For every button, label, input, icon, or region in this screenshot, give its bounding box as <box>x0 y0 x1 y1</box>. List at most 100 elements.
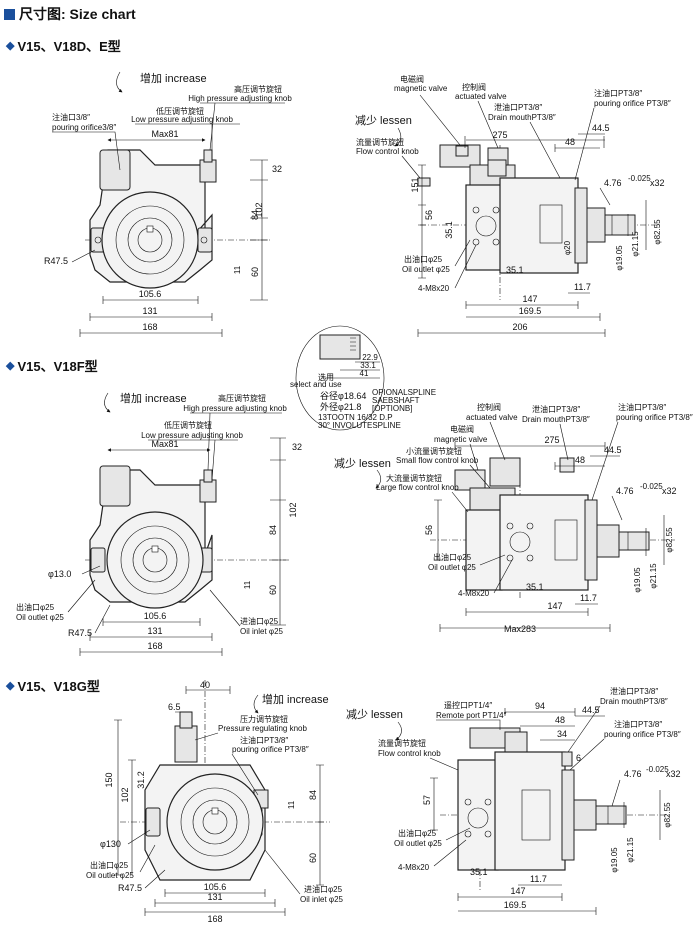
svg-text:大流量调节旋钮: 大流量调节旋钮 <box>386 473 442 483</box>
svg-text:小流量调节旋钮: 小流量调节旋钮 <box>406 446 462 456</box>
svg-text:84: 84 <box>268 525 278 535</box>
svg-text:选用: 选用 <box>318 372 334 382</box>
svg-text:169.5: 169.5 <box>519 306 542 316</box>
svg-text:Max81: Max81 <box>151 439 178 449</box>
svg-text:11.7: 11.7 <box>580 593 597 603</box>
svg-text:actuated valve: actuated valve <box>466 413 518 422</box>
svg-text:-0.025: -0.025 <box>628 174 651 183</box>
svg-text:Small flow control knob: Small flow control knob <box>396 456 479 465</box>
svg-text:44.5: 44.5 <box>582 705 600 715</box>
svg-text:Flow control knob: Flow control knob <box>356 147 419 156</box>
svg-text:低压调节旋钮: 低压调节旋钮 <box>164 420 212 430</box>
svg-text:遥控口PT1/4″: 遥控口PT1/4″ <box>444 700 492 710</box>
svg-text:Large flow control knob: Large flow control knob <box>376 483 459 492</box>
svg-text:35.1: 35.1 <box>526 582 544 592</box>
svg-text:出油口φ25: 出油口φ25 <box>398 828 437 838</box>
s1-increase-label: 增加 increase <box>140 71 207 85</box>
svg-text:φ19.05: φ19.05 <box>633 567 642 593</box>
svg-text:控制阀: 控制阀 <box>477 402 501 412</box>
svg-text:41: 41 <box>360 369 369 378</box>
svg-text:Oil outlet φ25: Oil outlet φ25 <box>428 563 476 572</box>
svg-text:actuated valve: actuated valve <box>455 92 507 101</box>
svg-text:φ19.05: φ19.05 <box>615 245 624 271</box>
svg-text:168: 168 <box>147 641 162 651</box>
svg-text:R47.5: R47.5 <box>44 256 68 266</box>
s2-side-callouts: 控制阀 actuated valve 电磁阀 magnetic valve 泄油… <box>334 402 693 513</box>
svg-text:30° INVOLUTESPLINE: 30° INVOLUTESPLINE <box>318 421 401 430</box>
svg-text:电磁阀: 电磁阀 <box>450 424 474 434</box>
s2-side-view <box>430 457 675 600</box>
svg-text:131: 131 <box>147 626 162 636</box>
svg-text:32: 32 <box>292 442 302 452</box>
svg-text:高压调节旋钮: 高压调节旋钮 <box>218 393 266 403</box>
page-title: 尺寸图: Size chart <box>19 6 136 22</box>
svg-text:48: 48 <box>575 455 585 465</box>
svg-text:控制阀: 控制阀 <box>462 82 486 92</box>
svg-text:168: 168 <box>142 322 157 332</box>
s1-dim-max81: Max81 <box>151 129 178 139</box>
svg-text:φ20: φ20 <box>563 240 572 255</box>
page-header: 尺寸图: Size chart <box>4 4 136 24</box>
svg-text:Oil outlet φ25: Oil outlet φ25 <box>86 871 134 880</box>
svg-text:84: 84 <box>308 790 318 800</box>
s2-side-dimensions: 275 48 44.5 4.76 -0.025 x32 56 φ19.05 φ2… <box>424 435 677 634</box>
svg-text:105.6: 105.6 <box>139 289 162 299</box>
svg-text:流量调节旋钮: 流量调节旋钮 <box>356 137 404 147</box>
svg-text:泄油口PT3/8″: 泄油口PT3/8″ <box>532 404 580 414</box>
section-title-3: ◆ V15、V18G型 <box>6 679 100 694</box>
s3-front-view <box>120 680 330 881</box>
svg-text:Remote port PT1/4″: Remote port PT1/4″ <box>436 711 507 720</box>
s2-increase-label: 增加 increase <box>120 391 187 405</box>
svg-text:进油口φ25: 进油口φ25 <box>240 616 279 626</box>
svg-text:22.9: 22.9 <box>362 353 378 362</box>
svg-text:147: 147 <box>510 886 525 896</box>
s1-front-dimensions: Max81 32 102 84 60 11 R47.5 105.6 131 16… <box>44 129 282 337</box>
svg-text:电磁阀: 电磁阀 <box>400 74 424 84</box>
svg-text:φ82.55: φ82.55 <box>663 802 672 828</box>
svg-text:magnetic valve: magnetic valve <box>434 435 488 444</box>
svg-text:105.6: 105.6 <box>204 882 227 892</box>
svg-text:4-M8x20: 4-M8x20 <box>458 589 490 598</box>
svg-text:注油口3/8″: 注油口3/8″ <box>52 112 90 122</box>
svg-text:11.7: 11.7 <box>530 874 547 884</box>
s1-front-callouts: 增加 increase 高压调节旋钮 High pressure adjusti… <box>52 71 292 171</box>
s3-side-view <box>440 727 670 890</box>
svg-text:φ82.55: φ82.55 <box>665 527 674 553</box>
svg-text:出油口φ25: 出油口φ25 <box>90 860 129 870</box>
svg-text:48: 48 <box>565 137 575 147</box>
svg-text:102: 102 <box>288 502 298 517</box>
svg-text:外径φ21.8: 外径φ21.8 <box>320 401 361 412</box>
svg-text:φ21.15: φ21.15 <box>649 563 658 589</box>
svg-text:84: 84 <box>250 210 260 220</box>
s1-front-view <box>85 149 270 289</box>
svg-text:60: 60 <box>250 267 260 277</box>
svg-text:44.5: 44.5 <box>592 123 610 133</box>
s1-side-dimensions: 275 48 44.5 151 56 35.1 4.76 -0.025 x32 … <box>410 123 665 337</box>
svg-text:147: 147 <box>547 601 562 611</box>
svg-text:60: 60 <box>308 853 318 863</box>
svg-text:R47.5: R47.5 <box>118 883 142 893</box>
s2-front-callouts: 增加 increase 高压调节旋钮 High pressure adjusti… <box>104 391 287 481</box>
diamond-icon: ◆ <box>6 680 15 692</box>
svg-text:[OPTIONB]: [OPTIONB] <box>372 404 412 413</box>
s3-lessen-label: 减少 lessen <box>346 708 403 721</box>
s2-front-dimensions: Max81 32 102 84 60 11 φ13.0 出油口φ25 Oil o… <box>16 437 302 656</box>
svg-text:进油口φ25: 进油口φ25 <box>304 884 343 894</box>
svg-text:Oil outlet φ25: Oil outlet φ25 <box>394 839 442 848</box>
svg-text:275: 275 <box>544 435 559 445</box>
s3-front-dimensions: 40 6.5 增加 increase 压力调节旋钮 Pressure regul… <box>86 680 344 924</box>
svg-text:x32: x32 <box>650 178 665 188</box>
svg-text:pouring orifice PT3/8″: pouring orifice PT3/8″ <box>232 745 309 754</box>
spline-detail: 22.9 33.1 41 选用 select and use 谷径φ18.64 … <box>290 325 436 431</box>
svg-text:168: 168 <box>207 914 222 924</box>
svg-text:4-M8x20: 4-M8x20 <box>418 284 450 293</box>
section-title-2: ◆ V15、V18F型 <box>6 359 98 374</box>
svg-text:OPIONALSPLINE: OPIONALSPLINE <box>372 388 436 397</box>
svg-text:11: 11 <box>233 265 242 274</box>
svg-text:SAEBSHAFT: SAEBSHAFT <box>372 396 420 405</box>
svg-text:流量调节旋钮: 流量调节旋钮 <box>378 738 426 748</box>
svg-text:4.76: 4.76 <box>616 486 634 496</box>
svg-text:x32: x32 <box>666 769 681 779</box>
s1-side-view <box>417 144 660 300</box>
